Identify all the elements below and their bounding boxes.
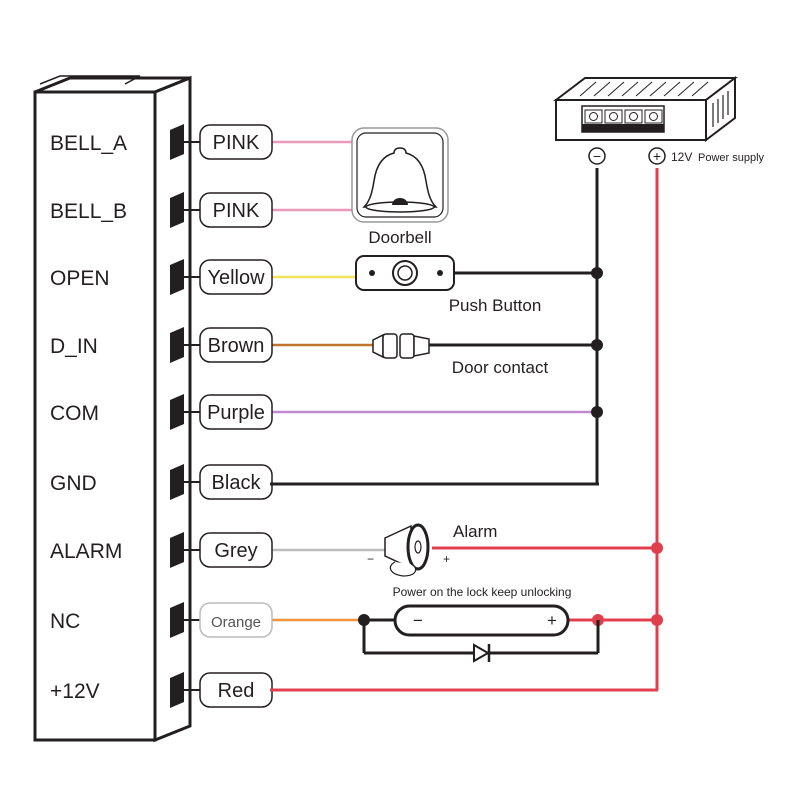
- terminal-name: OPEN: [50, 267, 110, 290]
- push-button-icon: [355, 255, 455, 291]
- doorbell-label: Doorbell: [368, 228, 431, 247]
- terminal-row: BELL_A PINK: [50, 124, 352, 160]
- terminal-pin-icon: [170, 532, 184, 568]
- terminal-row: NC Orange: [50, 602, 364, 638]
- terminal-name: ALARM: [50, 540, 122, 563]
- wire-label-pill: [199, 124, 273, 160]
- wire-label-pill: [199, 259, 273, 295]
- diode-icon: [473, 643, 491, 663]
- ps-plus: +: [653, 148, 661, 164]
- wire-color-label: PINK: [213, 200, 260, 222]
- wire-color-label: Brown: [208, 335, 265, 357]
- wire-label-pill: [199, 602, 273, 638]
- wire-label-pill: [199, 394, 273, 430]
- terminal-name: +12V: [50, 680, 100, 703]
- wire-color-label: PINK: [213, 132, 260, 154]
- alarm-siren-icon: [384, 523, 430, 577]
- terminal-name: D_IN: [50, 335, 98, 358]
- terminal-pin-icon: [170, 602, 184, 638]
- terminal-row: GND Black: [50, 464, 273, 500]
- terminal-name: BELL_B: [50, 200, 127, 223]
- wire-color-label: Grey: [214, 540, 257, 562]
- push-button-label: Push Button: [449, 296, 542, 315]
- terminal-row: +12V Red: [50, 672, 273, 708]
- lock-plus: +: [547, 611, 557, 630]
- alarm-minus: −: [367, 552, 374, 566]
- door-contact-icon: [372, 333, 430, 359]
- terminal-row: ALARM Grey: [50, 532, 385, 568]
- terminal-name: COM: [50, 402, 99, 425]
- ground-bus: [270, 168, 603, 486]
- terminal-pin-icon: [170, 192, 184, 228]
- terminal-pin-icon: [170, 124, 184, 160]
- controller-box: [33, 75, 192, 743]
- terminal-name: BELL_A: [50, 132, 127, 155]
- lock-note: Power on the lock keep unlocking: [393, 585, 572, 599]
- plus-circle-icon: [648, 147, 666, 165]
- terminal-row: COM Purple: [50, 394, 591, 430]
- terminal-pin-icon: [170, 672, 184, 708]
- junction-dot: [591, 339, 603, 351]
- lock-icon: [358, 604, 600, 655]
- terminal-name: NC: [50, 610, 80, 633]
- wire-color-label: Orange: [211, 614, 261, 631]
- terminal-pin-icon: [170, 464, 184, 500]
- wire-color-label: Purple: [207, 402, 265, 424]
- wire-label-pill: [199, 327, 273, 363]
- terminal-row: D_IN Brown: [50, 327, 373, 363]
- terminal-pin-icon: [170, 259, 184, 295]
- terminal-pin-icon: [170, 327, 184, 363]
- alarm-plus: +: [443, 552, 450, 566]
- ps-label: Power supply: [698, 152, 765, 164]
- junction-dot: [651, 614, 663, 626]
- doorbell-icon: [351, 127, 449, 223]
- ps-minus: −: [593, 148, 601, 164]
- positive-bus: [270, 168, 663, 692]
- terminal-pin-icon: [170, 394, 184, 430]
- junction-dot: [591, 267, 603, 279]
- junction-dot: [651, 542, 663, 554]
- wire-label-pill: [199, 464, 273, 500]
- wire-color-label: Yellow: [207, 267, 265, 289]
- terminal-name: GND: [50, 472, 97, 495]
- terminal-row: BELL_B PINK: [50, 192, 352, 228]
- power-supply-icon: [553, 75, 738, 143]
- wire-label-pill: [199, 192, 273, 228]
- wire-color-label: Red: [218, 680, 255, 702]
- minus-circle-icon: [588, 147, 606, 165]
- door-contact-label: Door contact: [452, 358, 549, 377]
- junction-dot: [591, 406, 603, 418]
- wire-label-pill: [199, 532, 273, 568]
- lock-minus: −: [413, 611, 423, 630]
- wire-color-label: Black: [212, 472, 262, 494]
- ps-voltage: 12V: [671, 150, 692, 164]
- alarm-label: Alarm: [453, 522, 497, 541]
- terminal-row: OPEN Yellow: [50, 259, 356, 295]
